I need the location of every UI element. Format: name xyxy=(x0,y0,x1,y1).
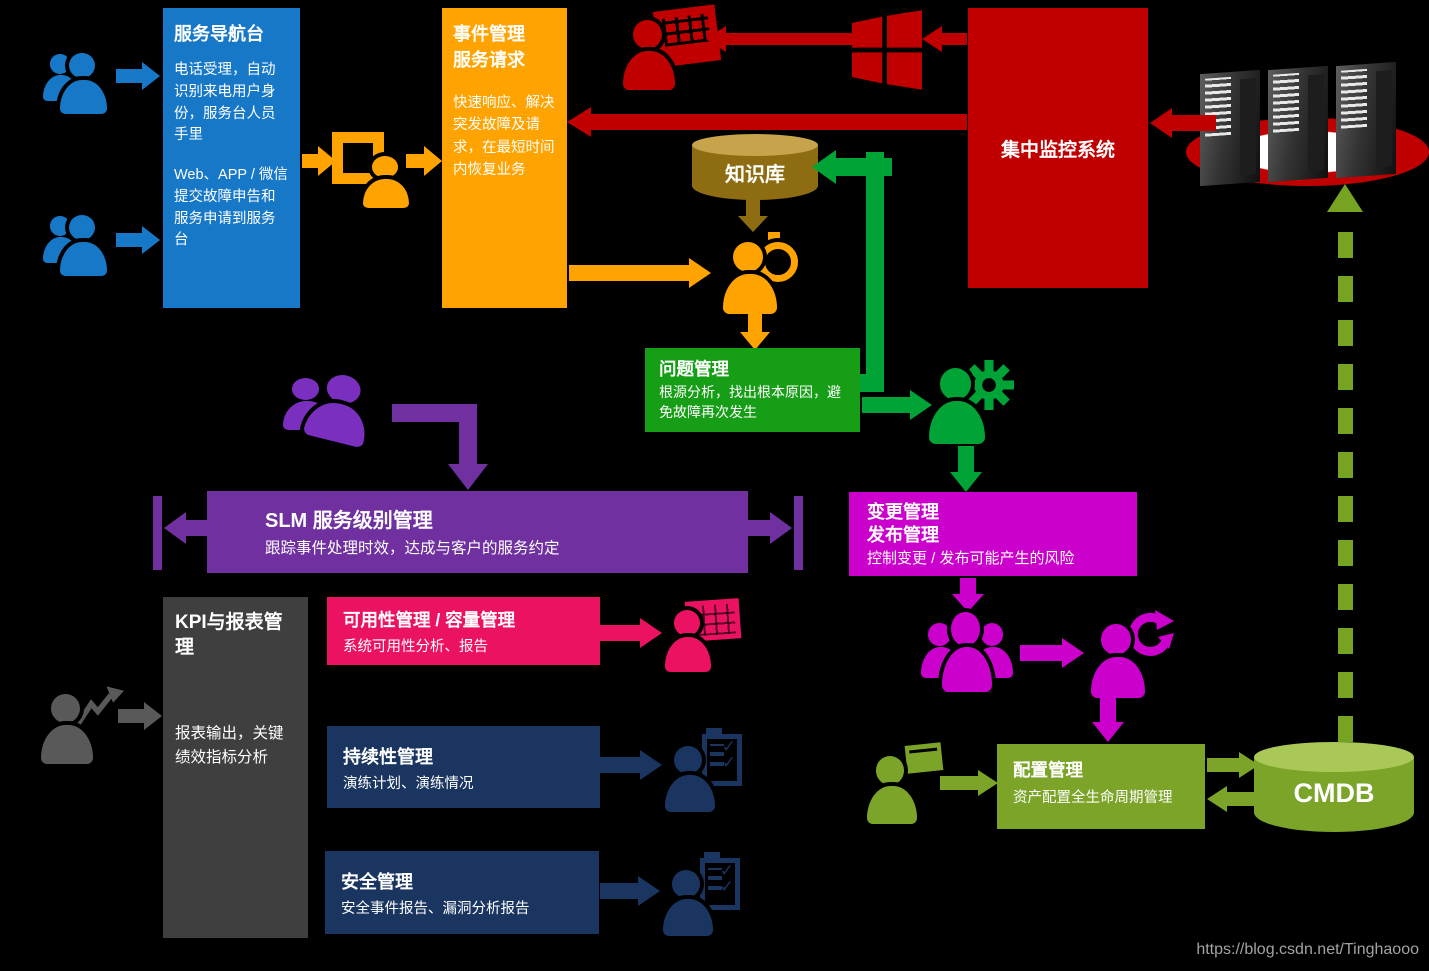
service-desk-box: 服务导航台 电话受理，自动识别来电用户身份，服务台人员手里 Web、APP / … xyxy=(163,8,300,308)
arrow-implementer-to-config xyxy=(1092,698,1124,742)
slm-left-terminal xyxy=(153,496,162,570)
arrow-users-bottom-to-servicedesk xyxy=(116,226,160,254)
knowledge-base-cylinder: 知识库 xyxy=(692,134,818,200)
kpi-title: KPI与报表管理 xyxy=(175,612,283,658)
security-title: 安全管理 xyxy=(341,872,413,892)
service-agent-icon xyxy=(332,132,412,208)
server-rack xyxy=(1336,61,1396,179)
users-icon-top xyxy=(42,50,108,114)
cmdb-label: CMDB xyxy=(1293,778,1375,808)
arrow-config-to-cmdb xyxy=(1207,752,1259,778)
gear-icon xyxy=(964,360,1014,410)
server-farm-icon xyxy=(1186,61,1429,190)
monitoring-title: 集中监控系统 xyxy=(1000,139,1115,161)
arrow-servicedesk-to-agent xyxy=(302,146,336,176)
arrow-availability-to-report xyxy=(600,618,662,648)
arrow-change-to-cab xyxy=(952,578,984,612)
slm-elbow-horizontal xyxy=(392,404,470,422)
service-desk-title: 服务导航台 xyxy=(174,24,264,44)
dashed-line-cmdb-to-servers xyxy=(1338,214,1353,742)
arrow-monitoring-to-windows xyxy=(922,26,967,52)
security-box: 安全管理 安全事件报告、漏洞分析报告 xyxy=(325,851,599,934)
incident-title-line2: 服务请求 xyxy=(453,50,525,70)
arrow-users-top-to-servicedesk xyxy=(116,62,160,90)
availability-title: 可用性管理 / 容量管理 xyxy=(343,610,516,630)
arrow-dispatcher-to-problem xyxy=(740,314,770,350)
customers-icon xyxy=(282,371,372,449)
clipboard-knob xyxy=(706,728,722,736)
security-checklist-icon: ✓ ✓ xyxy=(662,852,742,936)
continuity-box: 持续性管理 演练计划、演练情况 xyxy=(327,726,600,808)
arrow-assetadmin-to-config xyxy=(940,770,998,796)
availability-report-icon xyxy=(664,598,742,672)
kpi-body: 报表输出，关键绩效指标分析 xyxy=(175,725,284,766)
arrow-cab-to-implementer xyxy=(1020,638,1084,668)
config-box: 配置管理 资产配置全生命周期管理 xyxy=(997,744,1205,829)
rising-chart-icon xyxy=(76,686,124,725)
change-body: 控制变更 / 发布可能产生的风险 xyxy=(867,550,1075,567)
arrow-windows-to-operator xyxy=(706,26,856,52)
availability-body: 系统可用性分析、报告 xyxy=(343,639,488,655)
asset-admin-icon xyxy=(866,742,944,824)
arrow-cmdb-to-config xyxy=(1207,786,1259,812)
problem-body: 根源分析，找出根本原因，避免故障再次发生 xyxy=(659,384,841,420)
feedback-line-bottom xyxy=(856,374,884,392)
slm-right-terminal xyxy=(794,496,803,570)
users-icon-bottom xyxy=(42,212,108,276)
continuity-body: 演练计划、演练情况 xyxy=(343,776,474,792)
server-rack xyxy=(1268,65,1328,183)
refresh-icon xyxy=(1128,610,1174,656)
arrow-analyst-to-kpi xyxy=(118,702,162,730)
service-desk-para2: Web、APP / 微信提交故障申告和服务申请到服务台 xyxy=(174,167,288,249)
incident-title-line1: 事件管理 xyxy=(453,24,525,44)
arrow-incident-to-dispatcher xyxy=(569,258,711,288)
dispatcher-stopwatch-icon xyxy=(722,232,804,314)
clipboard: ✓ ✓ xyxy=(702,734,742,786)
arrow-engineer-to-change xyxy=(950,446,982,492)
availability-box: 可用性管理 / 容量管理 系统可用性分析、报告 xyxy=(327,597,600,665)
arrow-slm-left xyxy=(164,512,208,544)
service-desk-para1: 电话受理，自动识别来电用户身份，服务台人员手里 xyxy=(174,62,276,144)
arrow-problem-to-engineer xyxy=(862,390,932,420)
kpi-box: KPI与报表管理 报表输出，关键绩效指标分析 xyxy=(163,597,308,938)
change-release-box: 变更管理 发布管理 控制变更 / 发布可能产生的风险 xyxy=(849,492,1137,576)
cmdb-cylinder: CMDB xyxy=(1254,742,1414,832)
security-body: 安全事件报告、漏洞分析报告 xyxy=(341,901,530,917)
windows-logo-icon xyxy=(852,10,922,90)
config-body: 资产配置全生命周期管理 xyxy=(1013,790,1173,806)
arrow-monitoring-to-incident xyxy=(567,107,967,137)
analyst-chart-icon xyxy=(40,686,124,764)
stopwatch-knob xyxy=(768,232,780,241)
clipboard-knob xyxy=(704,852,720,860)
slm-title: SLM 服务级别管理 xyxy=(265,510,433,532)
incident-body: 快速响应、解决突发故障及请求，在最短时间内恢复业务 xyxy=(453,95,555,179)
arrow-security-to-audit xyxy=(600,876,660,906)
change-title-line2: 发布管理 xyxy=(867,524,939,545)
slm-box: SLM 服务级别管理 跟踪事件处理时效，达成与客户的服务约定 xyxy=(207,491,748,573)
arrow-continuity-to-audit xyxy=(600,750,662,780)
slm-body: 跟踪事件处理时效，达成与客户的服务约定 xyxy=(265,540,560,557)
change-title-line1: 变更管理 xyxy=(867,502,939,522)
continuity-checklist-icon: ✓ ✓ xyxy=(664,728,744,812)
implementer-refresh-icon xyxy=(1090,610,1174,698)
arrow-kb-to-dispatcher xyxy=(738,198,768,232)
feedback-line-vertical xyxy=(866,152,884,392)
incident-box: 事件管理 服务请求 快速响应、解决突发故障及请求，在最短时间内恢复业务 xyxy=(442,8,567,308)
continuity-title: 持续性管理 xyxy=(343,747,433,767)
clipboard: ✓ ✓ xyxy=(700,858,740,910)
operator-dashboard-icon xyxy=(622,4,722,90)
config-title: 配置管理 xyxy=(1013,760,1083,780)
knowledge-base-label: 知识库 xyxy=(725,164,785,186)
watermark-url: https://blog.csdn.net/Tinghaooo xyxy=(1196,941,1419,958)
monitoring-box: 集中监控系统 xyxy=(968,8,1148,288)
problem-box: 问题管理 根源分析，找出根本原因，避免故障再次发生 xyxy=(645,348,860,432)
engineer-gear-icon xyxy=(928,360,1014,444)
cab-group-icon xyxy=(920,612,1014,692)
arrow-slm-right xyxy=(748,512,792,544)
problem-title: 问题管理 xyxy=(659,359,729,379)
